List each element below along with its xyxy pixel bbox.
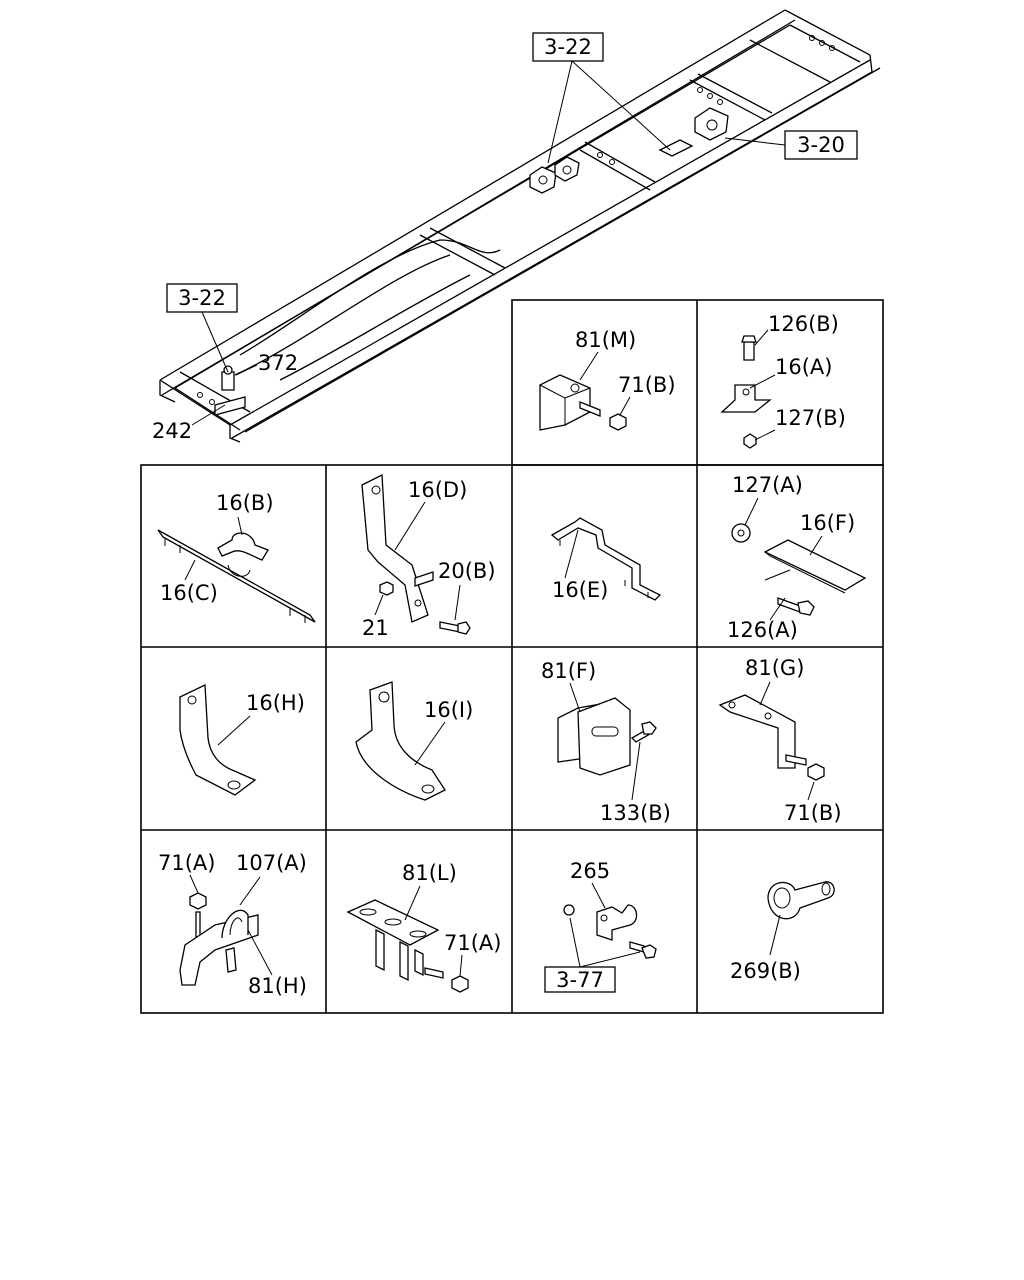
cell-269B: 269(B): [730, 881, 835, 983]
part-label: 107(A): [236, 851, 307, 875]
part-label: 16(A): [775, 355, 832, 379]
part-label: 71(A): [158, 851, 215, 875]
cell-81F: 81(F) 133(B): [541, 659, 671, 825]
cell-81M: 81(M) 71(B): [539, 328, 676, 431]
part-label: 126(B): [768, 312, 839, 336]
part-label: 16(E): [552, 578, 608, 602]
part-label: 71(B): [784, 801, 842, 825]
cell-81G: 81(G) 71(B): [718, 656, 842, 825]
parts-grid: [140, 299, 884, 1014]
chassis-frame-drawing: [159, 9, 881, 443]
part-label: 126(A): [727, 618, 798, 642]
part-label: 81(L): [402, 861, 457, 885]
callout-ref-3-20: 3-20: [724, 130, 858, 160]
cell-16H: 16(H): [179, 683, 305, 796]
callout-label: 3-22: [178, 286, 226, 310]
part-label: 16(H): [246, 691, 305, 715]
part-label: 20(B): [438, 559, 496, 583]
callout-ref-3-22-left: 3-22: [166, 283, 238, 373]
part-label: 16(I): [424, 698, 473, 722]
part-label: 372: [258, 351, 298, 375]
cell-265: 265 3-77: [544, 859, 657, 993]
part-label: 81(F): [541, 659, 596, 683]
part-label: 16(F): [800, 511, 855, 535]
callout-part-372: 372: [235, 351, 298, 376]
cell-81H: 71(A) 107(A) 81(H): [158, 851, 307, 998]
part-label: 81(H): [248, 974, 307, 998]
part-label: 16(D): [408, 478, 467, 502]
part-label: 269(B): [730, 959, 801, 983]
part-label: 16(C): [160, 581, 218, 605]
callout-ref-3-22-top: 3-22: [532, 32, 671, 164]
part-label: 81(G): [745, 656, 804, 680]
callout-part-242: 242: [152, 404, 226, 443]
cell-16F: 127(A) 16(F) 126(A): [727, 473, 867, 642]
part-label: 16(B): [216, 491, 274, 515]
callout-label: 3-20: [797, 133, 845, 157]
cell-16A: 126(B) 16(A) 127(B): [720, 312, 846, 449]
part-label: 127(A): [732, 473, 803, 497]
part-label: 81(M): [575, 328, 636, 352]
part-label: 127(B): [775, 406, 846, 430]
part-label: 71(B): [618, 373, 676, 397]
cell-16D: 16(D) 20(B) 21: [361, 473, 496, 640]
part-label: 21: [362, 616, 389, 640]
cell-16I: 16(I): [355, 681, 473, 801]
cell-81L: 81(L) 71(A): [346, 861, 501, 993]
callout-ref-3-77: 3-77: [556, 968, 604, 992]
part-label: 242: [152, 419, 192, 443]
cell-16E: 16(E): [550, 517, 662, 602]
callout-label: 3-22: [544, 35, 592, 59]
part-label: 71(A): [444, 931, 501, 955]
part-label: 133(B): [600, 801, 671, 825]
part-label: 265: [570, 859, 610, 883]
cell-16B-16C: 16(B) 16(C): [157, 491, 316, 623]
